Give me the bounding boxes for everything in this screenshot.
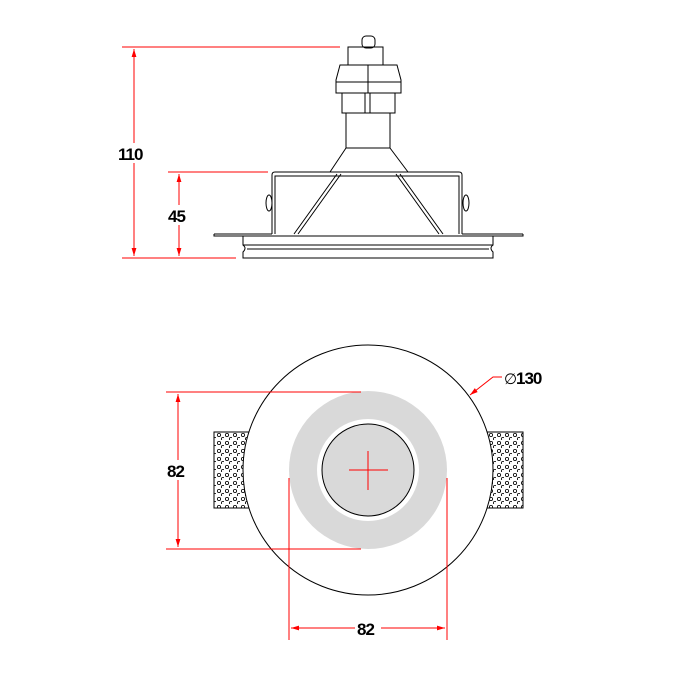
width-82-label: 82 xyxy=(357,620,374,639)
height-82-label: 82 xyxy=(167,462,184,481)
side-dimensions xyxy=(122,46,340,259)
housing xyxy=(213,171,524,237)
height-110-label: 110 xyxy=(118,145,143,164)
side-view xyxy=(213,35,524,259)
trim-ring xyxy=(242,236,494,259)
center-cross xyxy=(349,451,388,490)
diameter-130-label: 130 xyxy=(516,369,542,388)
gu10-socket xyxy=(329,35,409,173)
bottom-view xyxy=(213,344,524,596)
diameter-symbol: ∅ xyxy=(504,371,516,388)
height-45-label: 45 xyxy=(168,207,185,226)
